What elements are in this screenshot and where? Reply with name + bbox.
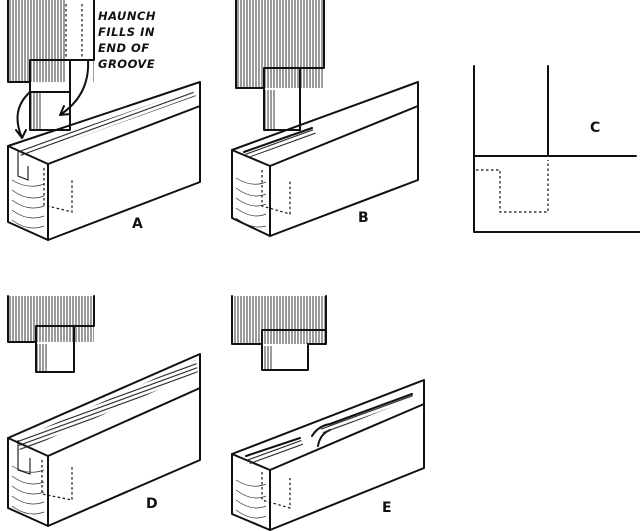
figure-label-a: A bbox=[132, 216, 143, 232]
figure-label-b: B bbox=[358, 210, 369, 226]
figure-label-c: C bbox=[590, 120, 600, 136]
stile-d bbox=[7, 295, 95, 373]
callout-line-3: END OF bbox=[98, 41, 150, 55]
stile-e bbox=[231, 295, 327, 371]
stile-b bbox=[235, 0, 325, 131]
figure-label-e: E bbox=[382, 500, 392, 516]
callout-arrow-2 bbox=[15, 91, 31, 139]
callout-line-1: HAUNCH bbox=[98, 9, 156, 23]
figure-a: A bbox=[7, 0, 201, 241]
figure-label-d: D bbox=[146, 496, 158, 512]
rail-a bbox=[7, 81, 201, 241]
figure-c: C bbox=[473, 65, 640, 233]
rail-d bbox=[7, 353, 201, 527]
callout-arrow-1 bbox=[59, 59, 90, 116]
stile-a bbox=[7, 0, 95, 131]
callout-line-4: GROOVE bbox=[98, 57, 155, 71]
rail-b bbox=[231, 81, 419, 237]
rail-e bbox=[231, 379, 425, 531]
callout-note: HAUNCH FILLS IN END OF GROOVE bbox=[98, 9, 156, 71]
figure-d: D bbox=[7, 295, 201, 527]
callout-line-2: FILLS IN bbox=[98, 25, 155, 39]
figure-b: B bbox=[231, 0, 419, 237]
figure-e: E bbox=[231, 295, 425, 531]
